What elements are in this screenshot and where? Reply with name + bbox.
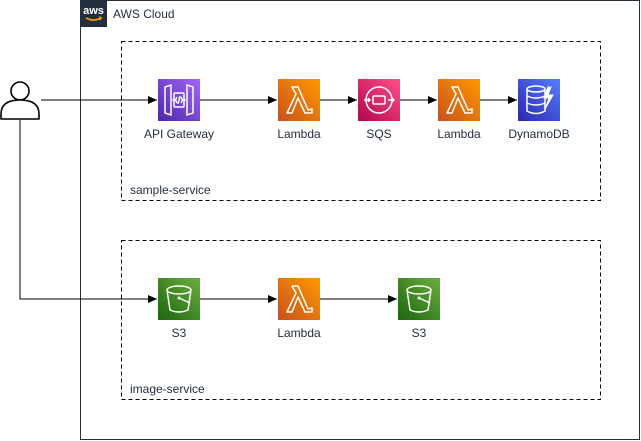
s3-bucket-icon [398,278,440,320]
image-service-label: image-service [130,382,205,396]
sqs-label: SQS [366,127,392,141]
connector-lines [19,96,517,303]
lambda-label: Lambda [437,127,481,141]
edge-user-s3 [19,120,157,303]
sample-service-group [121,41,601,201]
lambda-icon [438,79,480,121]
aws-logo-icon: aws [80,0,107,27]
lambda-label: Lambda [277,326,321,340]
s3-bucket-icon [158,278,200,320]
aws-cloud-group [80,0,640,440]
user-icon [0,81,40,120]
lambda-label: Lambda [277,127,321,141]
aws-cloud-title: AWS Cloud [113,7,175,21]
api-gateway-label: API Gateway [143,127,215,141]
s3-label: S3 [171,326,187,340]
lambda-icon [278,278,320,320]
image-service-group [121,240,601,400]
sample-service-label: sample-service [130,183,211,197]
api-gateway-icon [158,79,200,121]
lambda-icon [278,79,320,121]
dynamodb-label: DynamoDB [508,127,570,141]
dynamodb-icon [518,79,560,121]
aws-logo-text: aws [83,5,104,17]
sqs-icon [358,79,400,121]
s3-label: S3 [411,326,427,340]
